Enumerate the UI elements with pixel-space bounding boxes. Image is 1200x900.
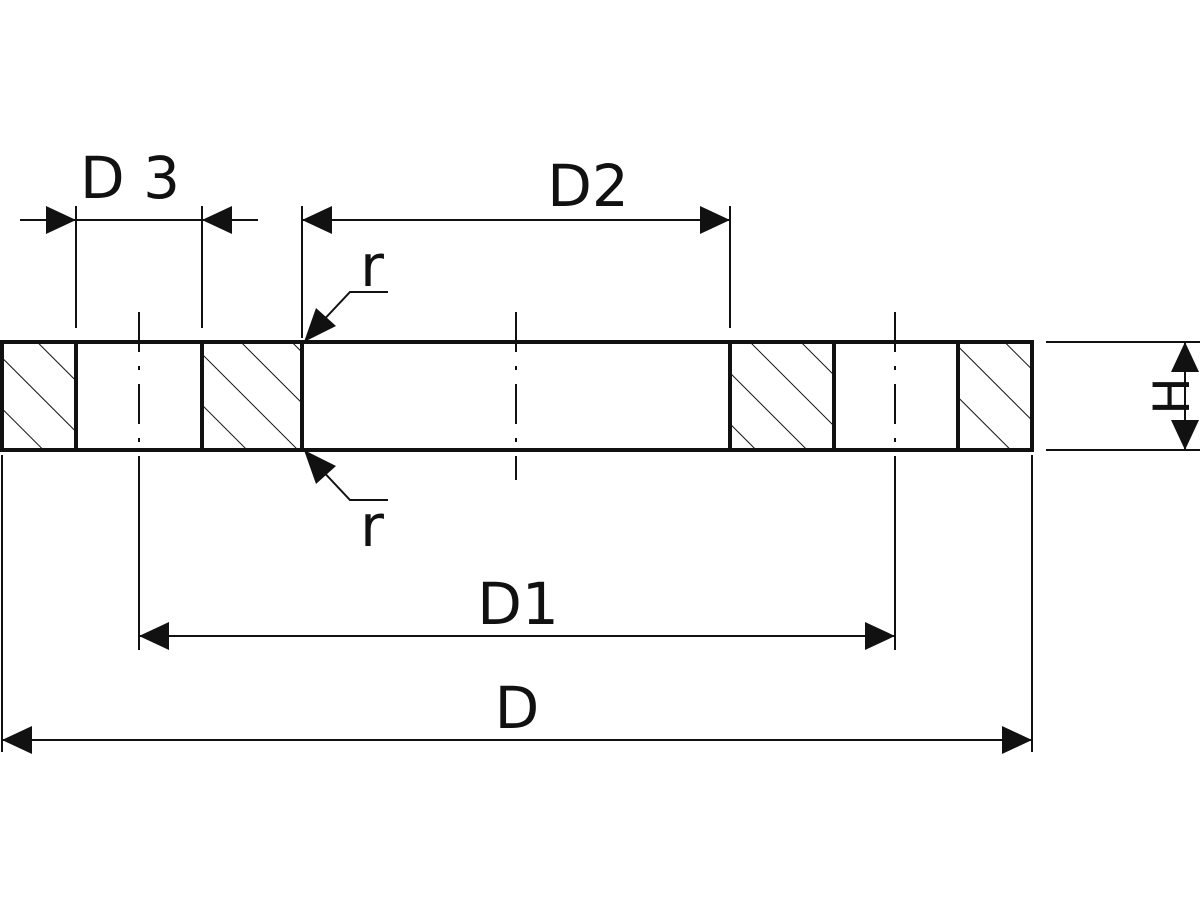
h-arrow-top xyxy=(1171,342,1199,372)
r-top-label: r xyxy=(360,232,384,300)
d2-label: D2 xyxy=(547,152,629,220)
hatch-section-1 xyxy=(2,342,76,450)
d-label: D xyxy=(495,674,540,742)
r-bottom-leader xyxy=(317,465,388,501)
radius-top: r xyxy=(304,232,388,342)
d1-arrow-right xyxy=(865,622,895,650)
d3-arrow-left xyxy=(46,206,76,234)
d-arrow-right xyxy=(1002,726,1032,754)
h-arrow-bottom xyxy=(1171,420,1199,450)
d1-label: D1 xyxy=(477,570,559,638)
d3-arrow-right xyxy=(202,206,232,234)
dimension-d3: D 3 xyxy=(20,144,258,234)
dimension-h: H xyxy=(1143,342,1200,450)
r-bottom-arrow xyxy=(304,450,336,484)
extension-lines xyxy=(1,206,1200,752)
d3-label: D 3 xyxy=(80,144,180,212)
h-label: H xyxy=(1143,377,1200,415)
r-top-arrow xyxy=(304,308,336,342)
d2-arrow-right xyxy=(700,206,730,234)
d2-arrow-left xyxy=(302,206,332,234)
dimension-d: D xyxy=(2,674,1032,754)
d-arrow-left xyxy=(2,726,32,754)
d1-arrow-left xyxy=(139,622,169,650)
r-top-leader xyxy=(317,291,388,327)
center-lines xyxy=(138,312,896,480)
dimension-d2: D2 xyxy=(302,152,730,234)
radius-bottom: r xyxy=(304,450,388,560)
hatch-section-2 xyxy=(202,342,302,450)
hatch-section-3 xyxy=(730,342,834,450)
hatch-section-4 xyxy=(958,342,1032,450)
r-bottom-label: r xyxy=(360,492,384,560)
hatched-sections xyxy=(2,342,1032,450)
dimension-d1: D1 xyxy=(139,570,895,650)
